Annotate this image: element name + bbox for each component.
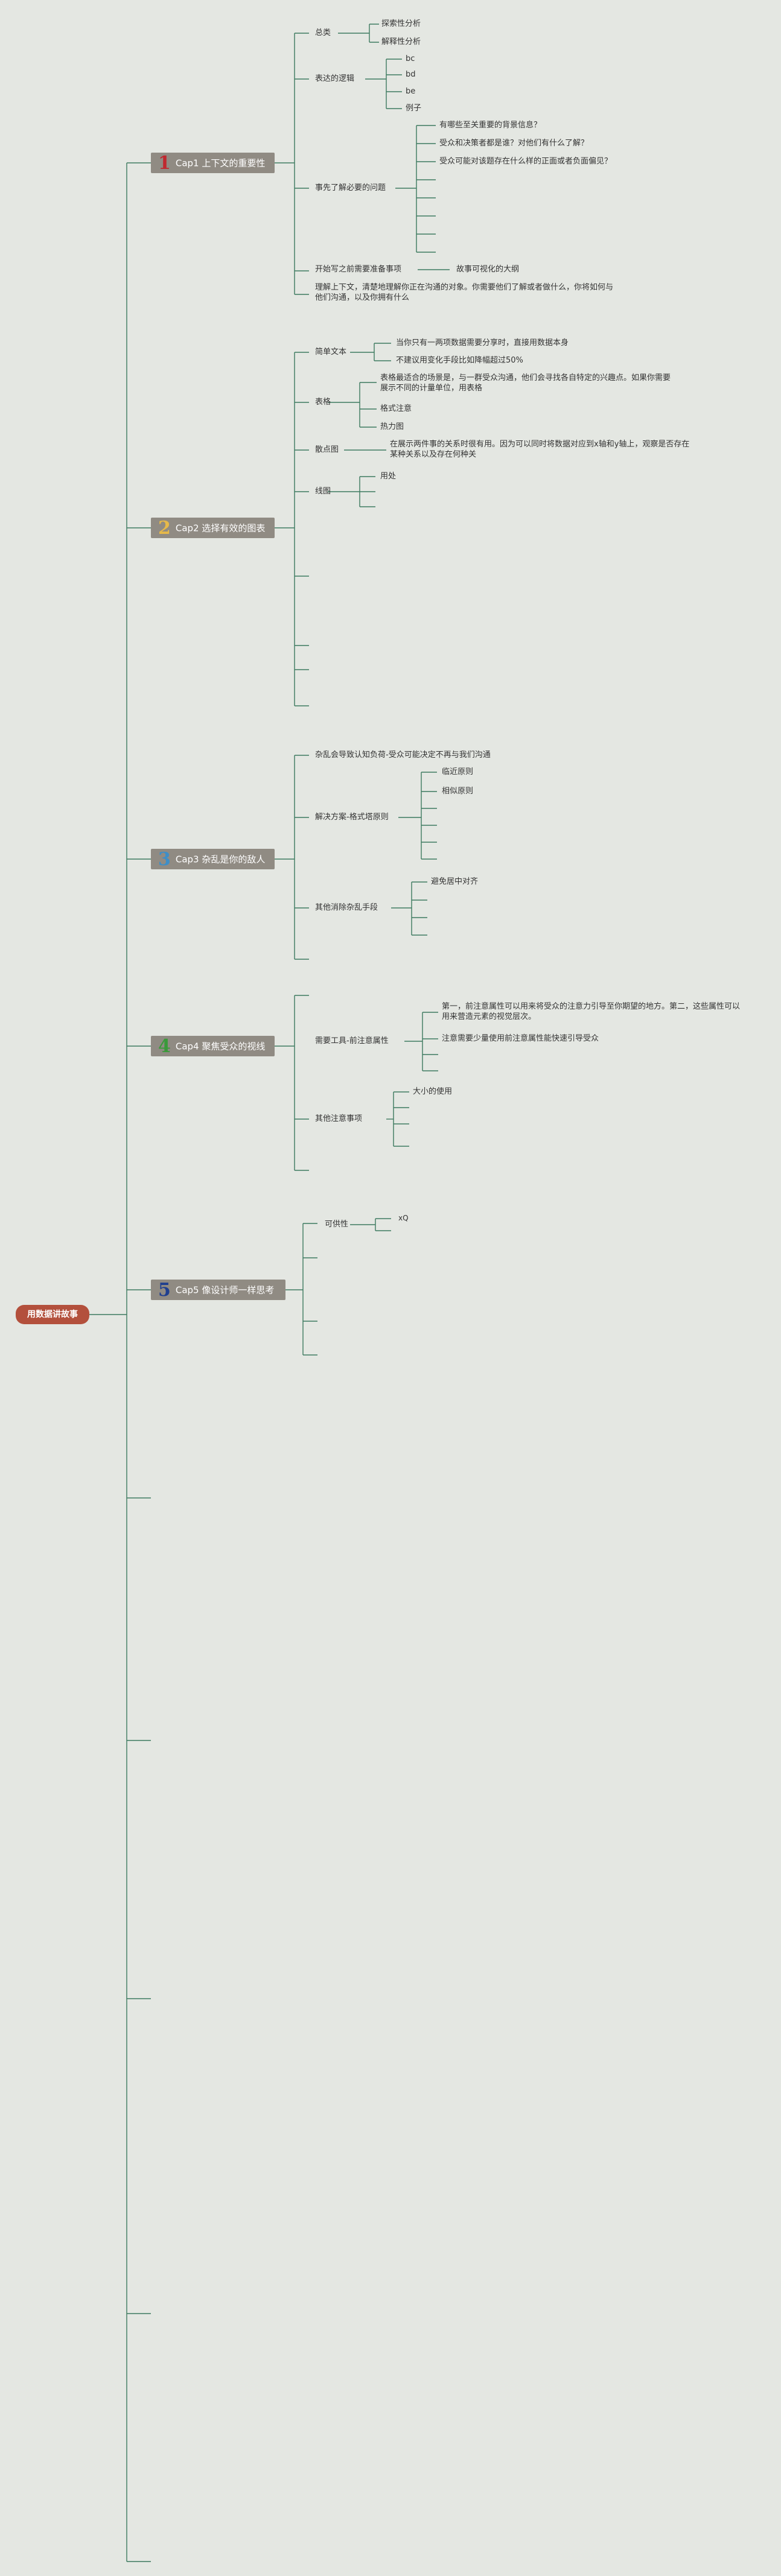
cap2-j2[interactable]: 不建议用变化手段比如降幅超过50% — [396, 356, 523, 365]
root-node[interactable]: 用数据讲故事 — [16, 1305, 89, 1324]
cap2-label: Cap2 选择有效的图表 — [175, 522, 266, 534]
cap2-jiandan[interactable]: 简单文本 — [315, 347, 347, 357]
cap4-xuyao[interactable]: 需要工具-前注意属性 — [315, 1036, 389, 1045]
cap5-label: Cap5 像设计师一样思考 — [175, 1284, 275, 1296]
cap1-b4[interactable]: 例子 — [406, 104, 422, 113]
cap3-qita[interactable]: 其他消除杂乱手段 — [315, 903, 378, 912]
cap3-qt1[interactable]: 避免居中对齐 — [431, 877, 479, 886]
cap1-biaoda[interactable]: 表达的逻辑 — [315, 74, 355, 83]
cap2-node[interactable]: 2 Cap2 选择有效的图表 — [151, 518, 275, 538]
cap1-node[interactable]: 1 Cap1 上下文的重要性 — [151, 153, 275, 173]
cap3-jj2[interactable]: 相似原则 — [442, 787, 474, 796]
cap2-xiantu[interactable]: 线图 — [315, 487, 331, 496]
cap1-b2[interactable]: bd — [406, 70, 416, 79]
cap5-node[interactable]: 5 Cap5 像设计师一样思考 — [151, 1280, 285, 1300]
cap1-zonglei[interactable]: 总类 — [315, 28, 331, 37]
cap2-biaoge[interactable]: 表格 — [315, 398, 331, 407]
cap5-kegong[interactable]: 可供性 — [325, 1220, 349, 1229]
cap3-jiejue[interactable]: 解决方案-格式塔原则 — [315, 813, 389, 822]
cap1-lijie[interactable]: 理解上下文，清楚地理解你正在沟通的对象。你需要他们了解或者做什么，你将如何与他们… — [315, 283, 614, 302]
cap3-node[interactable]: 3 Cap3 杂乱是你的敌人 — [151, 849, 275, 869]
cap1-q1[interactable]: 有哪些至关重要的背景信息？ — [439, 121, 542, 130]
cap5-number: 5 — [158, 1279, 171, 1301]
cap4-label: Cap4 聚焦受众的视线 — [175, 1041, 266, 1052]
cap2-bg2[interactable]: 格式注意 — [380, 404, 412, 413]
cap3-label: Cap3 杂乱是你的敌人 — [175, 854, 266, 865]
cap3-zaluan[interactable]: 杂乱会导致认知负荷-受众可能决定不再与我们沟通 — [315, 750, 491, 760]
cap1-tansuo[interactable]: 探索性分析 — [381, 19, 421, 28]
cap4-xy1[interactable]: 第一，前注意属性可以用来将受众的注意力引导至你期望的地方。第二，这些属性可以用来… — [442, 1002, 741, 1021]
cap1-shixian[interactable]: 事先了解必要的问题 — [315, 183, 386, 192]
cap2-bg1[interactable]: 表格最适合的场景是，与一群受众沟通，他们会寻找各自特定的兴趣点。如果你需要展示不… — [380, 373, 671, 393]
cap4-xy2[interactable]: 注意需要少量使用前注意属性能快速引导受众 — [442, 1034, 599, 1043]
cap1-jieshi[interactable]: 解释性分析 — [381, 37, 421, 46]
cap1-b1[interactable]: bc — [406, 54, 415, 63]
cap1-q3[interactable]: 受众可能对该题存在什么样的正面或者负面偏见？ — [439, 157, 613, 166]
cap1-q2[interactable]: 受众和决策者都是谁？对他们有什么了解？ — [439, 139, 589, 148]
cap2-bg3[interactable]: 热力图 — [380, 422, 404, 431]
cap2-xt1[interactable]: 用处 — [380, 472, 397, 481]
cap3-jj1[interactable]: 临近原则 — [442, 767, 474, 776]
cap1-b3[interactable]: be — [406, 87, 416, 96]
cap4-qita[interactable]: 其他注意事项 — [315, 1114, 363, 1123]
cap2-number: 2 — [158, 517, 171, 539]
cap4-qt1[interactable]: 大小的使用 — [413, 1087, 453, 1096]
cap1-gushi[interactable]: 故事可视化的大纲 — [456, 265, 520, 274]
cap5-kg1[interactable]: xQ — [398, 1214, 409, 1222]
cap4-node[interactable]: 4 Cap4 聚焦受众的视线 — [151, 1036, 275, 1056]
cap2-j1[interactable]: 当你只有一两项数据需要分享时，直接用数据本身 — [396, 338, 569, 347]
cap1-label: Cap1 上下文的重要性 — [175, 157, 266, 169]
cap3-number: 3 — [158, 848, 171, 870]
cap4-number: 4 — [158, 1035, 171, 1057]
cap2-sd1[interactable]: 在展示两件事的关系时很有用。因为可以同时将数据对应到x轴和y轴上，观察是否存在某… — [390, 440, 690, 459]
cap2-sandian[interactable]: 散点图 — [315, 445, 339, 454]
cap1-kaishi[interactable]: 开始写之前需要准备事项 — [315, 265, 402, 274]
cap1-number: 1 — [158, 152, 171, 174]
